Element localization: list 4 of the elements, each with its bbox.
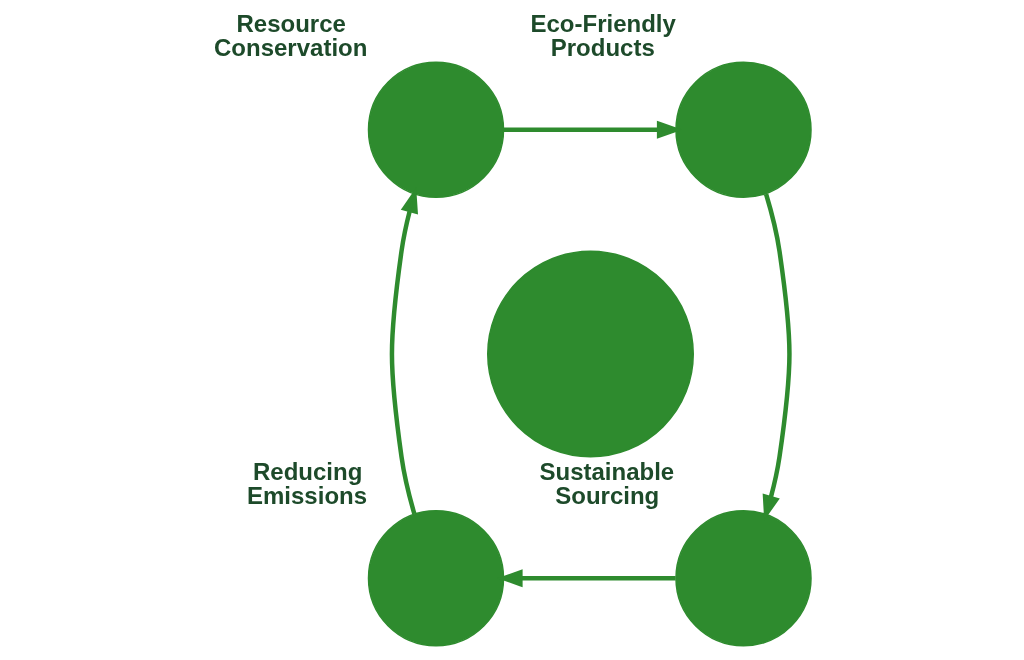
node-label: Sustainable Sourcing <box>539 458 674 510</box>
node-label: Resource Conservation <box>213 9 367 61</box>
node-label: Reducing Emissions <box>246 458 367 510</box>
node-label: Eco-Friendly Products <box>530 9 676 61</box>
